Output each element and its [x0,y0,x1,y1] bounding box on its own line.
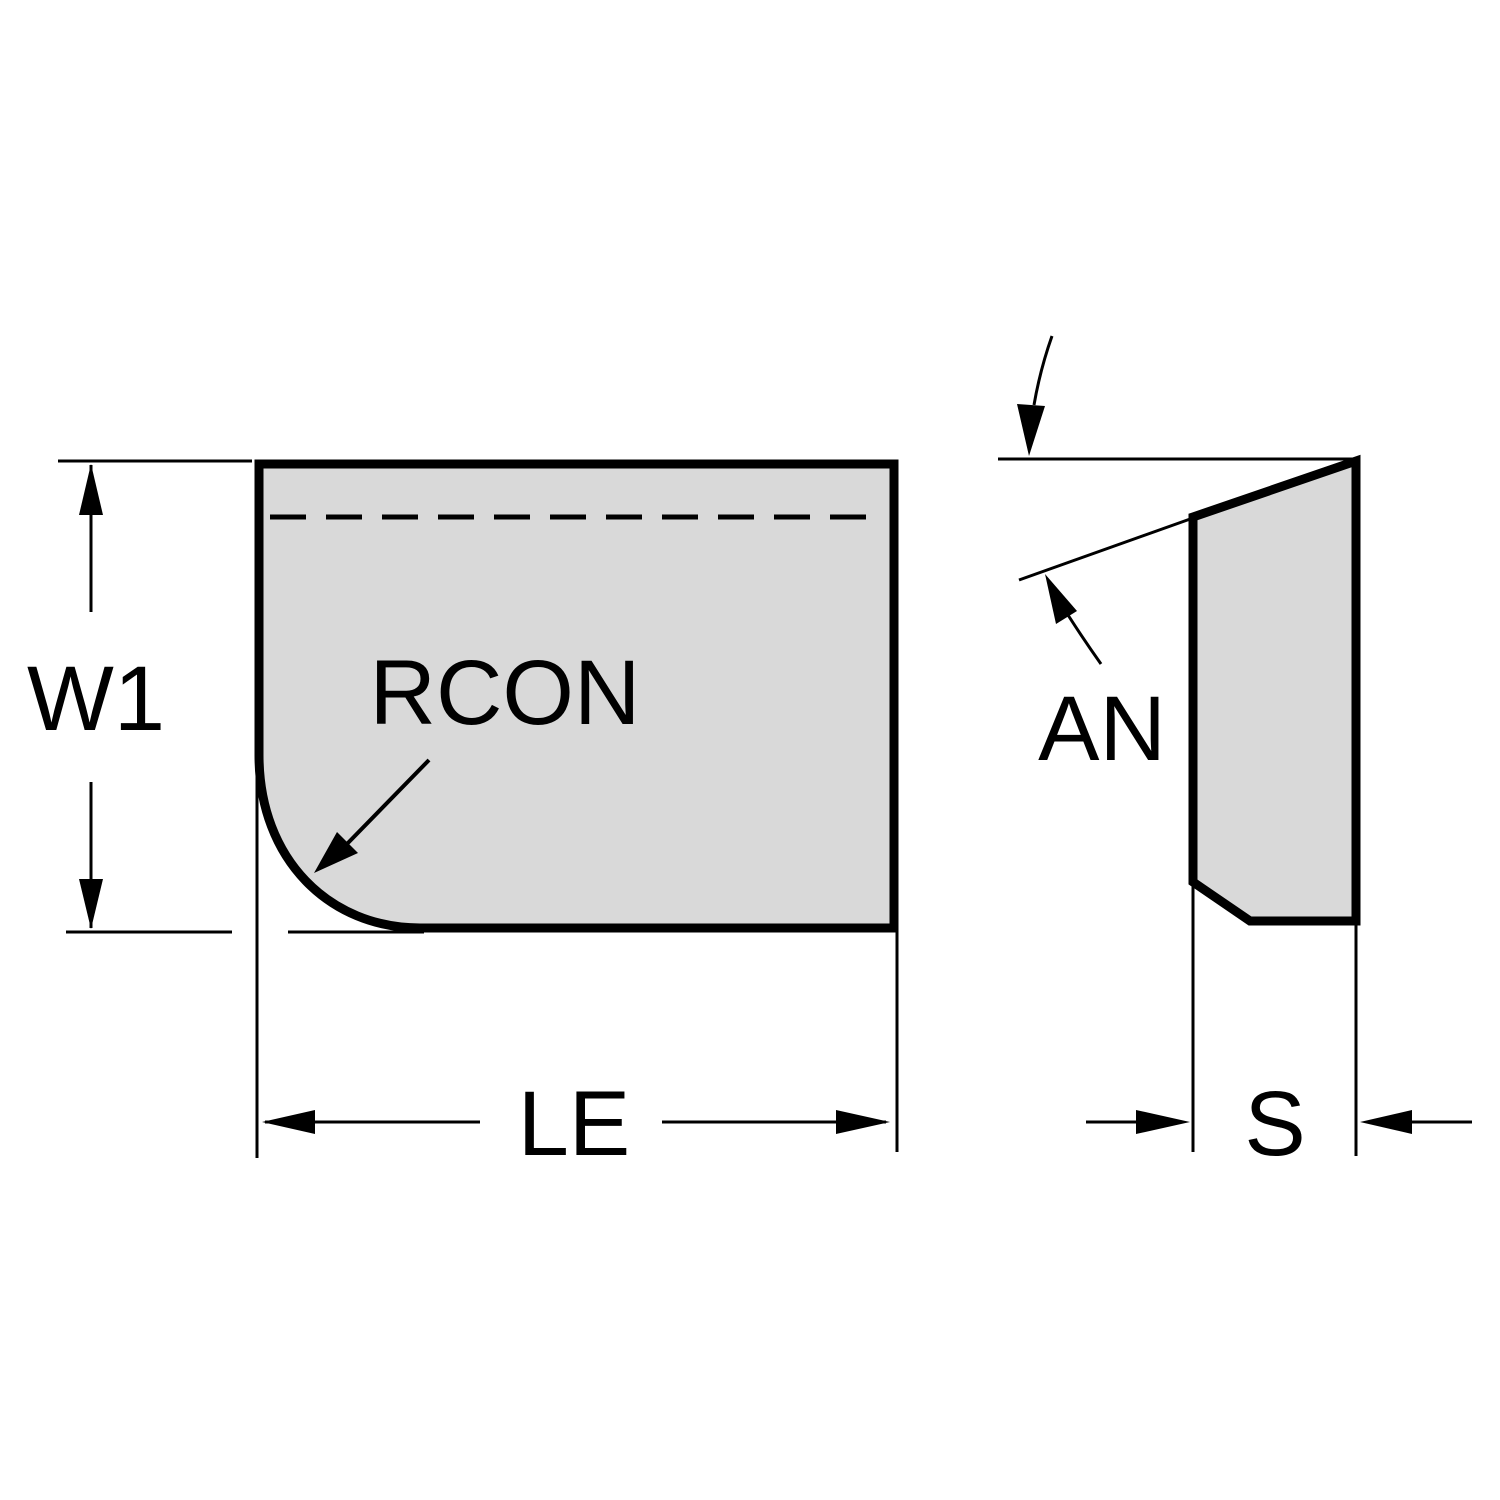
an-label: AN [1038,678,1166,780]
s-arrow-left-icon [1360,1110,1412,1134]
an-arc-lower [1066,614,1103,665]
le-label: LE [518,1073,631,1175]
side-insert-body [1188,454,1361,926]
rcon-arrow-icon [314,832,358,873]
w1-label: W1 [27,648,165,750]
an-arrow-down-icon [1017,404,1045,456]
rcon-label: RCON [370,642,641,744]
s-label: S [1244,1073,1305,1175]
an-dimension: AN [998,335,1354,780]
an-reference-line-slope [1018,516,1194,582]
s-arrow-right-icon [1136,1110,1190,1134]
le-dimension: LE [255,760,899,1175]
le-arrow-left-icon [262,1110,315,1134]
an-arrow-up-icon [1045,574,1077,624]
rcon-callout: RCON [314,642,640,873]
an-arc-upper [1032,335,1054,406]
front-view [254,459,899,933]
s-dimension: S [1086,886,1472,1175]
le-arrow-right-icon [836,1110,890,1134]
w1-dimension: W1 [27,459,424,934]
w1-arrow-down-icon [79,879,103,929]
w1-arrow-up-icon [79,464,103,515]
rcon-leader-line [343,758,431,848]
side-view [1188,454,1361,926]
front-insert-body [254,459,899,933]
